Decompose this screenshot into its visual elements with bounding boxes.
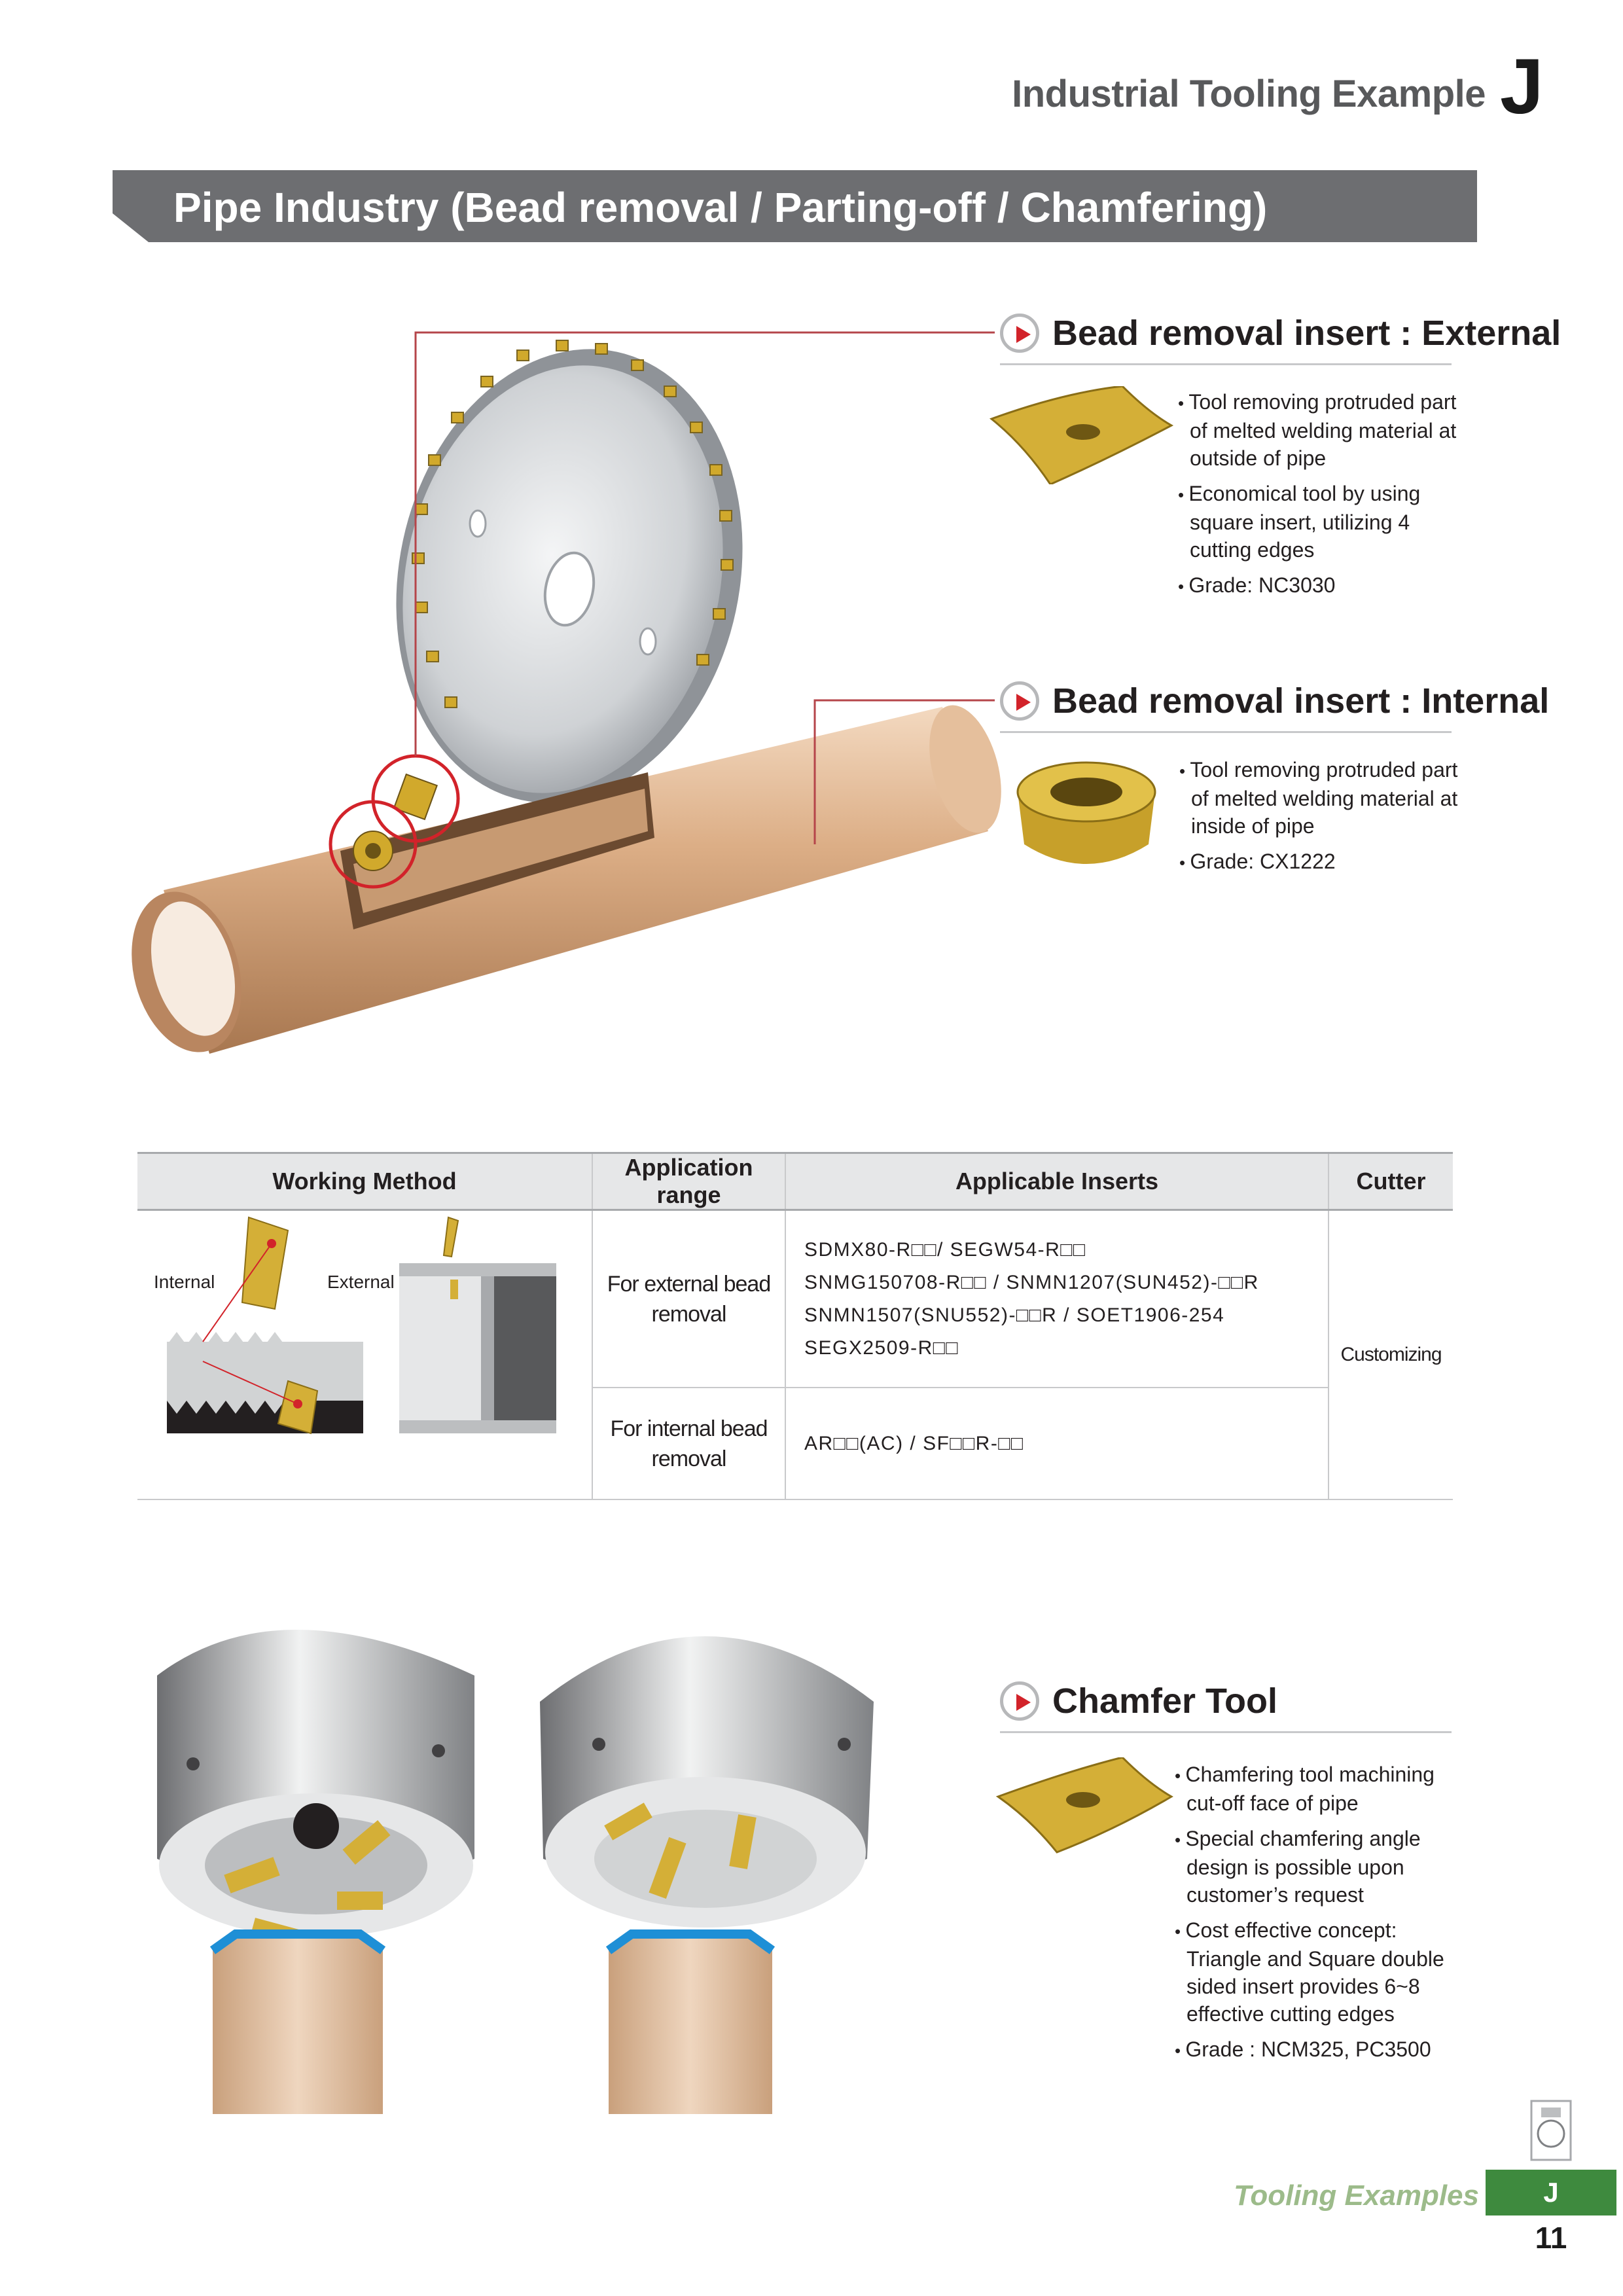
applicable-inserts-cell: SDMX80-R□□/ SEGW54-R□□ SNMG150708-R□□ / … (785, 1210, 1329, 1389)
footer-section-name: Tooling Examples (1234, 2179, 1479, 2212)
internal-insert-callout (329, 800, 418, 889)
bullet: Grade: CX1222 (1179, 848, 1467, 876)
chamfer-cutter-right (540, 1636, 874, 1928)
bullet: Chamfering tool machining cut-off face o… (1175, 1761, 1469, 1817)
pipe-bead-removal-illustration (132, 331, 1001, 1054)
play-arrow-icon (1000, 681, 1039, 721)
internal-label: Internal (154, 1272, 215, 1292)
section-banner-title: Pipe Industry (Bead removal / Parting-of… (173, 184, 1268, 231)
page-number: 11 (1535, 2221, 1567, 2255)
table-row: Internal External For external bead remo… (137, 1210, 1453, 1500)
application-range-cell: For external bead removal (592, 1210, 785, 1389)
applicable-inserts-cell: AR□□(AC) / SF□□R-□□ (785, 1388, 1329, 1500)
table-header-row: Working Method Application range Applica… (137, 1152, 1453, 1211)
bullet: Tool removing protruded part of melted w… (1178, 388, 1466, 472)
external-insert-details: Tool removing protruded part of melted w… (1178, 388, 1466, 608)
chamfer-tool-heading: Chamfer Tool (1000, 1681, 1277, 1721)
table-row: For internal bead removal AR□□(AC) / SF□… (137, 1388, 1453, 1500)
cutter-cell: Customizing (1328, 1210, 1453, 1500)
saw-blade (396, 340, 743, 803)
divider (1000, 363, 1452, 365)
bullet: Grade : NCM325, PC3500 (1175, 2036, 1469, 2064)
square-insert-image (989, 386, 1174, 484)
internal-insert-details: Tool removing protruded part of melted w… (1179, 756, 1467, 884)
bullet: Grade: NC3030 (1178, 571, 1466, 600)
bullet: Tool removing protruded part of melted w… (1179, 756, 1467, 840)
column-header: Working Method (137, 1152, 592, 1211)
working-method-cell: Internal External (137, 1210, 592, 1500)
chamfered-pipe-right (605, 1929, 776, 2114)
chamfer-insert-image (995, 1757, 1173, 1854)
external-insert-heading: Bead removal insert : External (1000, 313, 1561, 353)
chamfer-cutter-left (157, 1630, 474, 1949)
internal-insert-heading: Bead removal insert : Internal (1000, 681, 1549, 721)
chapter-letter: J (1500, 43, 1544, 130)
play-arrow-icon (1000, 314, 1039, 353)
bullet: Economical tool by using square insert, … (1178, 480, 1466, 564)
column-header: Application range (592, 1152, 785, 1211)
pipe (132, 705, 1001, 1054)
footer-chapter-tab: J (1486, 2170, 1616, 2215)
external-label: External (327, 1272, 395, 1292)
bullet: Cost effective concept: Triangle and Squ… (1175, 1916, 1469, 2028)
chamfered-pipe-left (209, 1929, 386, 2114)
divider (1000, 1731, 1452, 1733)
thumb-index-icon (1530, 2100, 1572, 2161)
column-header: Cutter (1328, 1152, 1453, 1211)
column-header: Applicable Inserts (785, 1152, 1329, 1211)
chamfer-tool-details: Chamfering tool machining cut-off face o… (1175, 1761, 1469, 2072)
working-method-diagram: Internal External (154, 1216, 556, 1435)
play-arrow-icon (1000, 1681, 1039, 1721)
bullet: Special chamfering angle design is possi… (1175, 1825, 1469, 1909)
chamfer-tool-illustration (157, 1630, 874, 2114)
round-insert-image (1016, 761, 1156, 864)
application-table: Working Method Application range Applica… (137, 1152, 1453, 1500)
application-range-cell: For internal bead removal (592, 1388, 785, 1500)
section-banner (113, 170, 1477, 242)
divider (1000, 731, 1452, 733)
page-header-title: Industrial Tooling Example (1012, 73, 1486, 115)
